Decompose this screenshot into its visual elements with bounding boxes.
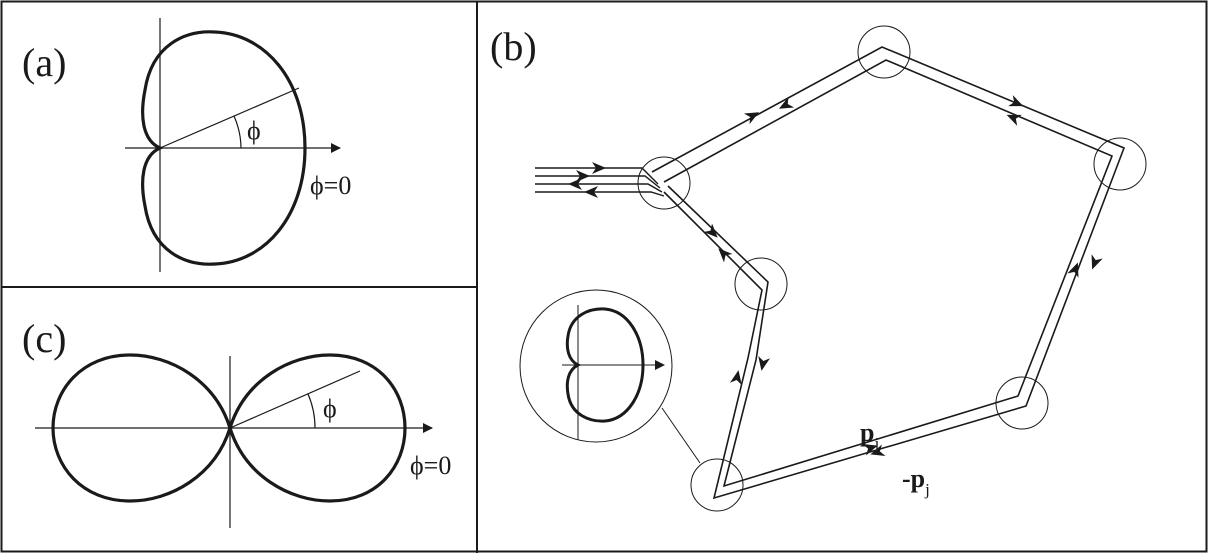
vertex-circles <box>637 25 1147 512</box>
arrow-incoming-right <box>592 162 606 174</box>
p-j-text: p <box>860 418 874 447</box>
polygon-path <box>651 46 1126 500</box>
panel-c: (c) ϕ ϕ=0 <box>22 316 451 528</box>
panel-c-angle-arc <box>307 393 316 429</box>
panel-a-dipole-lobe <box>141 30 307 266</box>
neg-p-j-subscript: j <box>924 480 930 499</box>
p-j-subscript: j <box>873 434 879 453</box>
arrow-incoming-left <box>568 178 582 190</box>
arrow-incoming-right-2 <box>576 170 590 182</box>
inset-connector <box>661 407 701 464</box>
panel-c-label: (c) <box>22 316 66 361</box>
arrow-edge1-forward <box>743 112 760 125</box>
panel-b: (b) <box>490 24 1147 512</box>
panel-c-left-lobe <box>51 353 232 503</box>
neg-p-j-label: -pj <box>902 464 930 499</box>
p-j-label: pj <box>860 418 879 453</box>
panel-c-zero-label: ϕ=0 <box>410 451 451 480</box>
arrow-edge3-forward <box>1091 254 1103 270</box>
vertex-circle <box>1093 137 1147 191</box>
panel-a-angle-ray <box>159 87 300 149</box>
vertex-circle <box>637 156 691 210</box>
panel-c-angle-label: ϕ <box>323 394 337 423</box>
panel-a: (a) ϕ ϕ=0 <box>22 18 351 272</box>
arrow-edge6-forward <box>703 223 718 238</box>
panel-c-right-lobe <box>228 353 407 503</box>
arrow-edge3-back <box>1067 262 1079 278</box>
arrow-edge5-forward <box>729 370 742 386</box>
polygon-path-outer <box>651 46 1126 500</box>
polygon-path-inner <box>663 59 1114 488</box>
panel-a-angle-arc <box>233 115 242 149</box>
arrow-edge5-back <box>758 355 771 371</box>
panel-a-zero-label: ϕ=0 <box>310 171 351 200</box>
vertex-circle <box>734 257 788 311</box>
arrow-incoming-left-2 <box>584 186 598 198</box>
incoming-beam <box>535 167 665 197</box>
neg-p-j-text: -p <box>902 464 925 493</box>
arrow-edge2-forward <box>1008 95 1024 107</box>
panel-c-angle-ray <box>229 370 361 429</box>
arrow-edge4-back <box>870 444 886 456</box>
arrow-edge4-forward <box>862 444 878 456</box>
arrow-edge2-back <box>1006 114 1022 126</box>
arrow-edge6-back <box>718 248 733 263</box>
vertex-circle <box>995 376 1049 430</box>
inset-dipole-lobe <box>565 307 645 423</box>
direction-arrows <box>568 95 1103 456</box>
arrow-edge1-back <box>778 96 795 109</box>
panel-b-label: (b) <box>490 24 537 69</box>
panel-a-label: (a) <box>22 40 66 85</box>
panel-a-angle-label: ϕ <box>247 116 261 145</box>
vertex-circle <box>857 25 911 79</box>
vertex-circle <box>690 458 744 512</box>
